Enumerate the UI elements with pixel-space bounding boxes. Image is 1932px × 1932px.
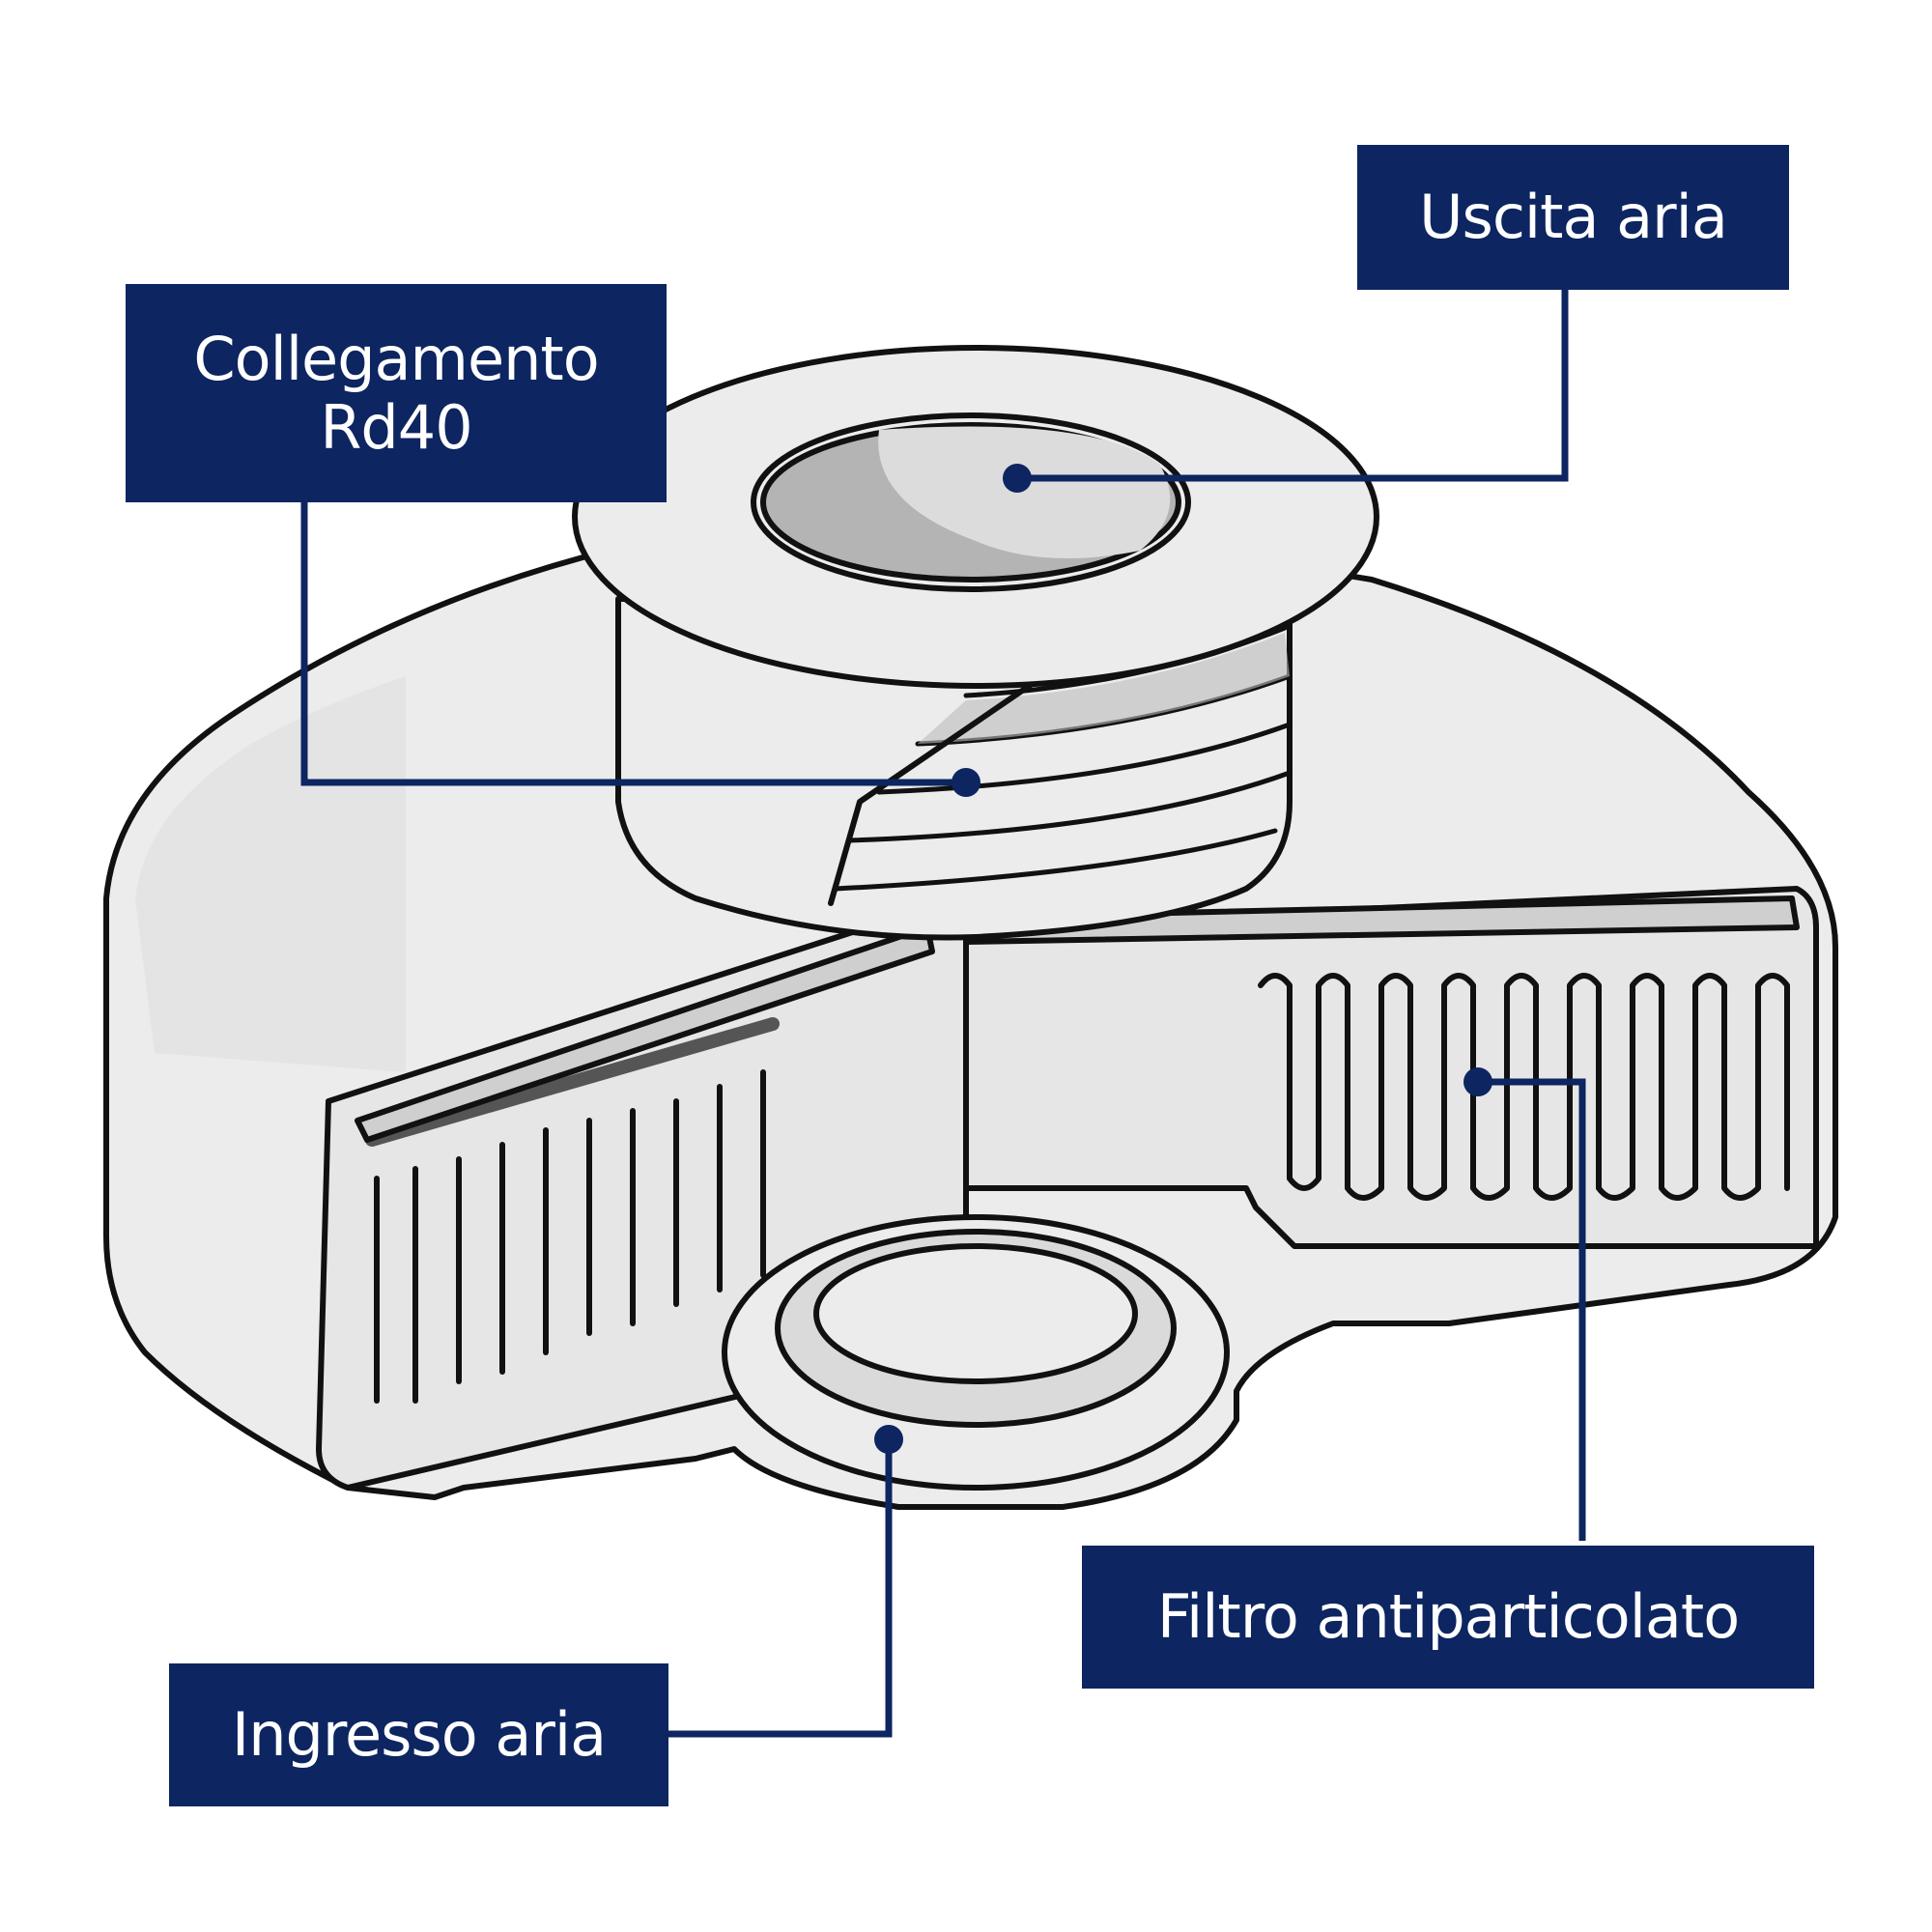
left-channel [355, 924, 935, 1143]
label-inlet-text: Ingresso aria [231, 1699, 607, 1771]
leader-inlet [667, 1439, 893, 1738]
neck-cut-edge [828, 673, 1046, 906]
label-filter-text: Filtro antiparticolato [1156, 1581, 1740, 1653]
label-inlet: Ingresso aria [169, 1663, 668, 1806]
leader-lines [300, 290, 1586, 1738]
inlet-bowl-inner [813, 1243, 1138, 1384]
right-cutaway-wall [963, 886, 1819, 1249]
neck-thread-shading [918, 633, 1290, 744]
leader-dots [874, 464, 1492, 1454]
label-connection: Collegamento Rd40 [126, 284, 667, 502]
left-filter-pleats [365, 1017, 780, 1404]
label-connection-line1: Collegamento [193, 323, 599, 394]
leader-outlet [1019, 290, 1569, 482]
label-outlet-text: Uscita aria [1419, 182, 1728, 253]
leader-filter [1478, 1078, 1586, 1541]
housing-left-shade [135, 676, 406, 1072]
filter-device-illustration [103, 345, 1838, 1510]
dot-outlet [1003, 464, 1032, 493]
label-outlet: Uscita aria [1357, 145, 1789, 290]
right-filter-pleats [1258, 973, 1790, 1201]
dot-connection [952, 768, 980, 797]
label-filter: Filtro antiparticolato [1082, 1546, 1814, 1689]
outlet-opening-highlight [878, 426, 1171, 558]
label-connection-line2: Rd40 [320, 392, 472, 463]
dot-filter [1463, 1067, 1492, 1096]
leader-connection [300, 500, 966, 786]
dot-inlet [874, 1425, 903, 1454]
